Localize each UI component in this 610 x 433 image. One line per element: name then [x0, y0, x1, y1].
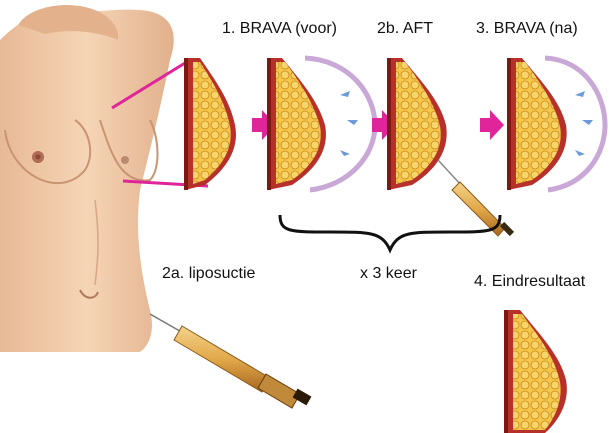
step-2a-label: 2a. liposuctie — [162, 265, 255, 283]
step-4-label: 4. Eindresultaat — [474, 273, 585, 291]
step-2b-label: 2b. AFT — [377, 20, 433, 38]
process-arrow-3 — [480, 110, 504, 140]
aft-syringe — [438, 160, 514, 236]
final-result-cross-section — [505, 310, 567, 433]
breast-cross-section-2 — [268, 58, 375, 190]
breast-cross-section-4 — [508, 58, 605, 190]
torso-illustration — [0, 5, 174, 352]
breast-cross-section-1 — [185, 58, 236, 190]
liposuction-syringe — [150, 314, 311, 408]
step-3-label: 3. BRAVA (na) — [476, 20, 578, 38]
repeat-count-label: x 3 keer — [360, 265, 417, 283]
repeat-brace — [280, 215, 500, 250]
step-1-label: 1. BRAVA (voor) — [222, 20, 337, 38]
breast-cross-section-3 — [388, 58, 447, 190]
